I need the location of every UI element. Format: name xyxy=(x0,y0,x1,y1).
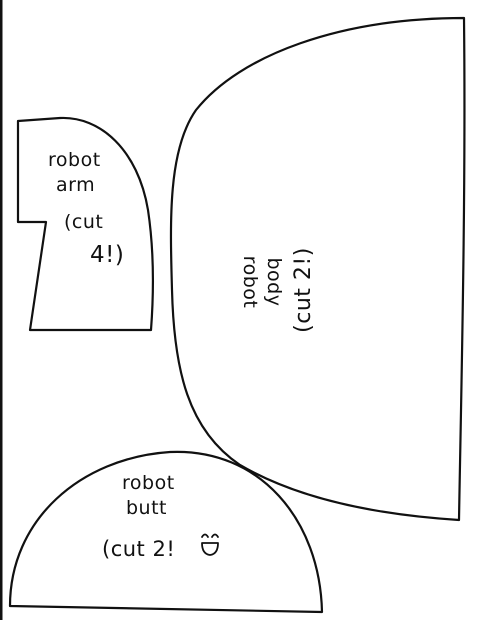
robot-butt-outline xyxy=(8,450,324,614)
robot-arm-count-line2: 4!) xyxy=(90,242,124,268)
robot-arm-outline xyxy=(16,116,155,332)
robot-butt-title-line2: butt xyxy=(126,497,167,519)
robot-butt-title-line1: robot xyxy=(122,472,175,494)
robot-body-title-line2: body xyxy=(263,258,285,307)
robot-butt-count: (cut 2! xyxy=(102,537,175,561)
robot-arm-count-line1: (cut xyxy=(64,211,103,233)
robot-body-outline xyxy=(169,16,466,522)
smiley-face-icon xyxy=(201,533,219,556)
robot-arm-title-line1: robot xyxy=(48,149,101,171)
robot-body-count: (cut 2!) xyxy=(291,247,316,333)
robot-body-piece: robot body (cut 2!) xyxy=(169,16,466,522)
robot-body-title-line1: robot xyxy=(239,256,261,309)
robot-arm-piece: robot arm (cut 4!) xyxy=(16,116,155,332)
robot-butt-piece: robot butt (cut 2! xyxy=(8,450,324,614)
robot-arm-title-line2: arm xyxy=(56,174,95,196)
